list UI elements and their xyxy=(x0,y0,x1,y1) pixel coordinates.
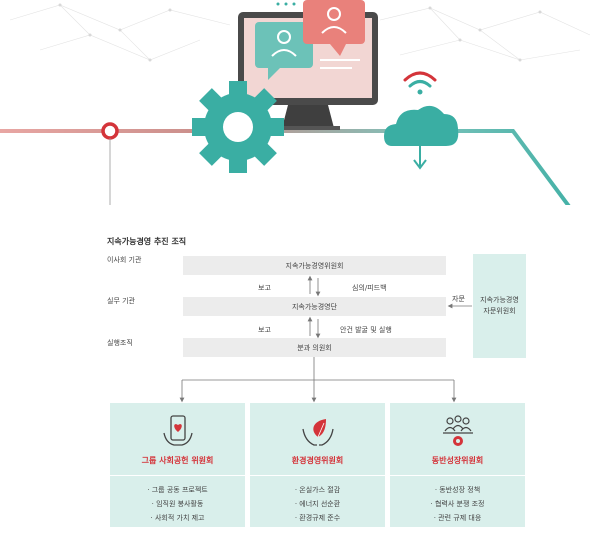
timeline-marker xyxy=(101,122,119,140)
flow-label-task: 안건 발굴 및 실행 xyxy=(340,326,392,334)
list-item: · 에너지 선순환 xyxy=(294,500,341,508)
list-item: · 그룹 공동 프로젝트 xyxy=(147,486,208,494)
list-item: · 온실가스 절감 xyxy=(294,486,341,494)
hero-illustration xyxy=(0,0,591,205)
advisory-committee-box: 지속가능경영 자문위원회 xyxy=(473,254,526,358)
flow-label-advise: 자문 xyxy=(452,295,465,303)
cloud-icon xyxy=(384,105,459,170)
chat-bubble-icon xyxy=(303,0,365,56)
committee-card-social: 그룹 사회공헌 위원회 · 그룹 공동 프로젝트 · 임직원 봉사활동 · 사회… xyxy=(110,403,245,527)
hands-leaf-icon xyxy=(301,419,334,446)
chat-bubble-icon xyxy=(255,22,313,80)
list-item: · 임직원 봉사활동 xyxy=(151,500,204,508)
org-title: 지속가능경영 추진 조직 xyxy=(107,237,187,246)
bar-management-team: 지속가능경영단 xyxy=(183,297,446,316)
committee-card-environment: 환경경영위원회 · 온실가스 절감 · 에너지 선순환 · 환경규제 준수 xyxy=(250,403,385,527)
level-label-execution: 실행조직 xyxy=(107,339,133,347)
list-item: · 동반성장 정책 xyxy=(434,486,481,494)
flow-label-review: 심의/피드백 xyxy=(352,284,387,292)
advisory-line-2: 자문위원회 xyxy=(483,307,516,315)
committee-name: 그룹 사회공헌 위원회 xyxy=(141,456,214,465)
timeline-line xyxy=(0,129,571,205)
flow-label-report-1: 보고 xyxy=(258,284,271,292)
list-item: · 관련 규제 대응 xyxy=(433,514,482,522)
list-item: · 협력사 분쟁 조정 xyxy=(430,500,485,508)
phone-heart-icon xyxy=(162,415,193,446)
list-item: · 환경규제 준수 xyxy=(294,514,341,522)
gear-icon xyxy=(192,81,284,173)
flow-label-report-2: 보고 xyxy=(258,326,271,334)
bar-subcommittee: 분과 의원회 xyxy=(183,338,446,357)
committee-name: 동반성장위원회 xyxy=(431,456,484,465)
advisory-line-1: 지속가능경영 xyxy=(480,295,519,304)
wifi-icon xyxy=(403,71,437,95)
bar-committee: 지속가능경영위원회 xyxy=(183,256,446,275)
list-item: · 사회적 가치 제고 xyxy=(150,514,205,522)
committee-name: 환경경영위원회 xyxy=(291,456,344,465)
level-label-working: 실무 기관 xyxy=(107,297,135,305)
committee-card-growth: 동반성장위원회 · 동반성장 정책 · 협력사 분쟁 조정 · 관련 규제 대응 xyxy=(390,403,525,527)
people-gear-icon xyxy=(442,415,473,446)
level-label-board: 이사회 기관 xyxy=(107,256,142,264)
